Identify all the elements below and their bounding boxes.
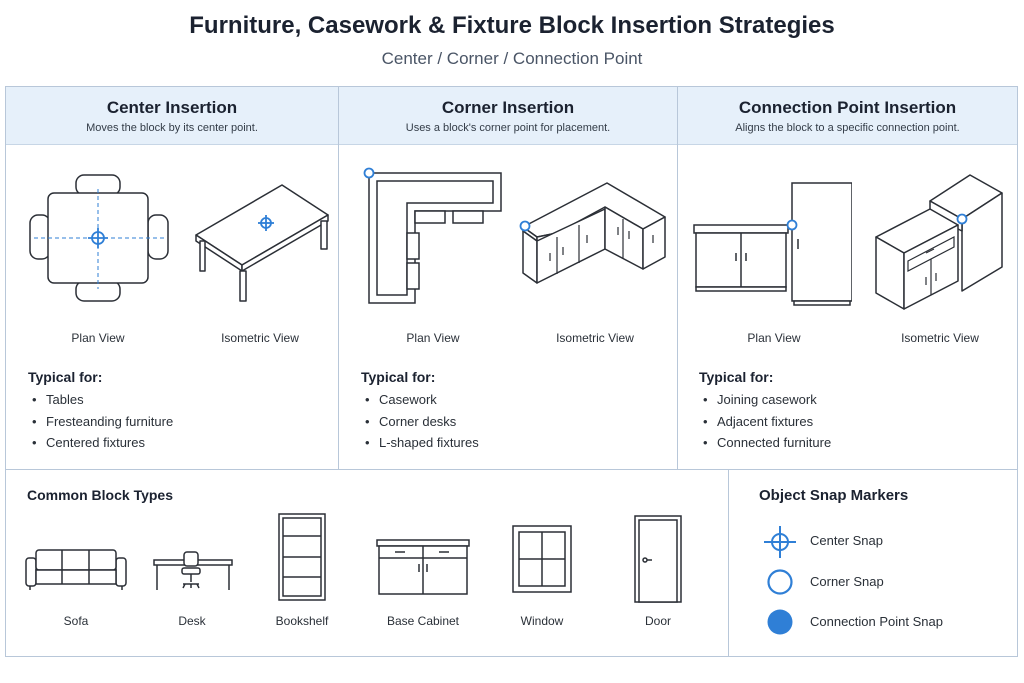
section-title: Common Block Types xyxy=(27,487,173,503)
l-casework-isometric-drawing xyxy=(519,182,666,284)
connected-casework-plan-drawing xyxy=(693,182,852,306)
isometric-view-label: Isometric View xyxy=(901,331,979,345)
list-item: Adjacent fixtures xyxy=(699,411,831,433)
snap-label-corner: Corner Snap xyxy=(810,574,884,589)
typical-title: Typical for: xyxy=(699,369,774,385)
snap-label-connection-point: Connection Point Snap xyxy=(810,614,943,629)
common-block-types-panel: Common Block Types xyxy=(6,470,729,656)
block-label-door: Door xyxy=(644,614,671,628)
panel-description: Uses a block's corner point for placemen… xyxy=(405,122,611,134)
block-label-bookshelf: Bookshelf xyxy=(275,614,329,628)
panel-description: Moves the block by its center point. xyxy=(86,122,258,134)
window-icon xyxy=(512,525,572,593)
typical-title: Typical for: xyxy=(28,369,103,385)
list-item: Joining casework xyxy=(699,389,831,411)
panel-header: Center Insertion Moves the block by its … xyxy=(6,87,338,145)
block-label-window: Window xyxy=(520,614,564,628)
panel-header: Connection Point Insertion Aligns the bl… xyxy=(678,87,1017,145)
connected-casework-isometric-drawing xyxy=(875,174,1003,310)
list-item: Centered fixtures xyxy=(28,432,173,454)
isometric-view-label: Isometric View xyxy=(556,331,634,345)
block-label-sofa: Sofa xyxy=(63,614,89,628)
door-icon xyxy=(634,515,682,603)
typical-title: Typical for: xyxy=(361,369,436,385)
table-isometric-drawing xyxy=(195,184,329,302)
list-item: Corner desks xyxy=(361,411,479,433)
page-title: Furniture, Casework & Fixture Block Inse… xyxy=(189,12,835,39)
block-label-desk: Desk xyxy=(178,614,206,628)
panel-description: Aligns the block to a specific connectio… xyxy=(735,122,960,134)
l-casework-plan-drawing xyxy=(363,167,502,304)
desk-icon xyxy=(153,551,233,590)
block-label-base-cabinet: Base Cabinet xyxy=(386,614,460,628)
panel-title: Connection Point Insertion xyxy=(738,98,957,117)
panel-header: Corner Insertion Uses a block's corner p… xyxy=(339,87,677,145)
list-item: Casework xyxy=(361,389,479,411)
connection-point-snap-icon xyxy=(767,609,793,635)
list-item: Tables xyxy=(28,389,173,411)
typical-list: Casework Corner desks L-shaped fixtures xyxy=(361,389,479,454)
list-item: Connected furniture xyxy=(699,432,831,454)
section-title: Object Snap Markers xyxy=(759,487,909,504)
panel-title: Corner Insertion xyxy=(441,98,575,117)
panel-center-insertion: Center Insertion Moves the block by its … xyxy=(6,87,339,469)
bookshelf-icon xyxy=(278,513,326,601)
panel-corner-insertion: Corner Insertion Uses a block's corner p… xyxy=(339,87,678,469)
isometric-view-label: Isometric View xyxy=(221,331,299,345)
snap-label-center: Center Snap xyxy=(810,533,883,548)
corner-snap-icon xyxy=(767,569,793,595)
sofa-icon xyxy=(25,549,127,590)
list-item: L-shaped fixtures xyxy=(361,432,479,454)
panel-connection-point-insertion: Connection Point Insertion Aligns the bl… xyxy=(678,87,1017,469)
page-subtitle: Center / Corner / Connection Point xyxy=(381,49,643,68)
typical-list: Tables Fresteanding furniture Centered f… xyxy=(28,389,173,454)
object-snap-markers-panel: Object Snap Markers Center Snap Corner S… xyxy=(728,470,1017,656)
bottom-section: Common Block Types xyxy=(5,469,1018,657)
table-plan-drawing xyxy=(29,174,169,302)
base-cabinet-icon xyxy=(376,539,470,595)
panel-title: Center Insertion xyxy=(106,98,238,117)
plan-view-label: Plan View xyxy=(406,331,460,345)
plan-view-label: Plan View xyxy=(71,331,125,345)
list-item: Fresteanding furniture xyxy=(28,411,173,433)
typical-list: Joining casework Adjacent fixtures Conne… xyxy=(699,389,831,454)
insertion-panels: Center Insertion Moves the block by its … xyxy=(5,86,1018,470)
center-snap-icon xyxy=(764,526,796,558)
plan-view-label: Plan View xyxy=(747,331,801,345)
